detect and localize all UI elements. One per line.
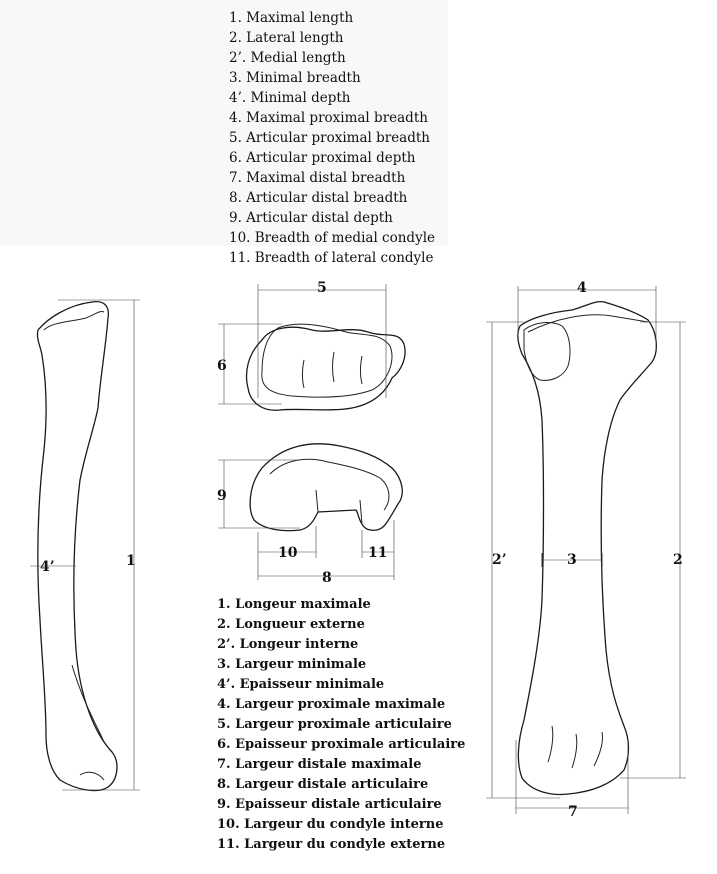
label-7: 7 xyxy=(568,804,578,820)
legend-en-item: 4’. Minimal depth xyxy=(229,90,351,106)
legend-en-item: 7. Maximal distal breadth xyxy=(229,170,406,186)
lateral-bone-outline xyxy=(36,300,118,792)
anterior-head xyxy=(523,322,571,381)
lateral-view-bone: 1 4’ xyxy=(30,299,140,792)
label-1: 1 xyxy=(126,553,136,569)
legend-en-item: 4. Maximal proximal breadth xyxy=(229,110,428,126)
anterior-bone-detail xyxy=(593,731,603,767)
legend-french: 1. Longeur maximale 2. Longueur externe … xyxy=(217,595,465,855)
legend-fr-item: 7. Largeur distale maximale xyxy=(217,757,422,772)
distal-outline xyxy=(249,443,403,532)
distal-articular-view: 9 10 11 8 xyxy=(217,443,403,586)
label-11: 11 xyxy=(368,545,387,561)
legend-fr-item: 2. Longueur externe xyxy=(217,617,365,632)
legend-fr-item: 9. Epaisseur distale articulaire xyxy=(217,797,442,812)
legend-fr-item: 8. Largeur distale articulaire xyxy=(217,777,429,792)
label-2: 2 xyxy=(673,552,683,568)
distal-detail xyxy=(315,489,319,513)
legend-en-item: 11. Breadth of lateral condyle xyxy=(229,250,434,266)
label-8: 8 xyxy=(322,570,332,586)
distal-inner-outline xyxy=(269,458,390,511)
legend-fr-item: 4. Largeur proximale maximale xyxy=(217,697,446,712)
label-4: 4 xyxy=(577,280,587,296)
label-9: 9 xyxy=(217,488,227,504)
legend-en-item: 6. Articular proximal depth xyxy=(229,150,416,166)
proximal-inner-outline xyxy=(261,323,393,398)
legend-en-item: 2’. Medial length xyxy=(229,50,346,66)
legend-en-item: 3. Minimal breadth xyxy=(229,70,361,86)
legend-en-item: 2. Lateral length xyxy=(229,30,344,46)
legend-fr-item: 11. Largeur du condyle externe xyxy=(217,837,446,852)
anterior-bone-detail xyxy=(547,725,554,763)
anterior-bone-detail xyxy=(527,314,649,333)
legend-en-item: 10. Breadth of medial condyle xyxy=(229,230,436,246)
proximal-detail xyxy=(332,351,335,383)
anterior-bone-detail xyxy=(571,733,578,769)
proximal-detail xyxy=(302,359,305,389)
legend-en-item: 5. Articular proximal breadth xyxy=(229,130,430,146)
legend-fr-item: 6. Epaisseur proximale articulaire xyxy=(217,737,466,752)
legend-fr-item: 10. Largeur du condyle interne xyxy=(217,817,444,832)
label-10: 10 xyxy=(278,545,298,561)
legend-en-item: 9. Articular distal depth xyxy=(229,210,393,226)
legend-en-item: 8. Articular distal breadth xyxy=(229,190,408,206)
proximal-detail xyxy=(360,355,363,385)
legend-fr-item: 4’. Epaisseur minimale xyxy=(217,677,385,692)
label-5: 5 xyxy=(317,280,327,296)
distal-detail xyxy=(359,499,363,525)
legend-fr-item: 5. Largeur proximale articulaire xyxy=(217,717,452,732)
label-2p: 2’ xyxy=(492,552,507,568)
label-6: 6 xyxy=(217,358,227,374)
english-legend-panel xyxy=(0,0,448,246)
lateral-bone-detail xyxy=(43,311,105,331)
legend-english: 1. Maximal length 2. Lateral length 2’. … xyxy=(229,8,435,268)
legend-en-item: 1. Maximal length xyxy=(229,10,354,26)
anterior-view-bone: 4 2’ 2 3 7 xyxy=(486,280,686,820)
lateral-bone-detail xyxy=(71,664,105,743)
label-4p: 4’ xyxy=(40,559,55,575)
proximal-articular-view: 5 6 xyxy=(217,280,406,411)
legend-fr-item: 2’. Longeur interne xyxy=(217,637,359,652)
anterior-bone-outline xyxy=(517,300,658,796)
legend-fr-item: 1. Longeur maximale xyxy=(217,597,371,612)
label-3: 3 xyxy=(567,552,577,568)
legend-fr-item: 3. Largeur minimale xyxy=(217,657,367,672)
proximal-outline xyxy=(245,326,406,411)
lateral-bone-detail xyxy=(79,771,105,781)
